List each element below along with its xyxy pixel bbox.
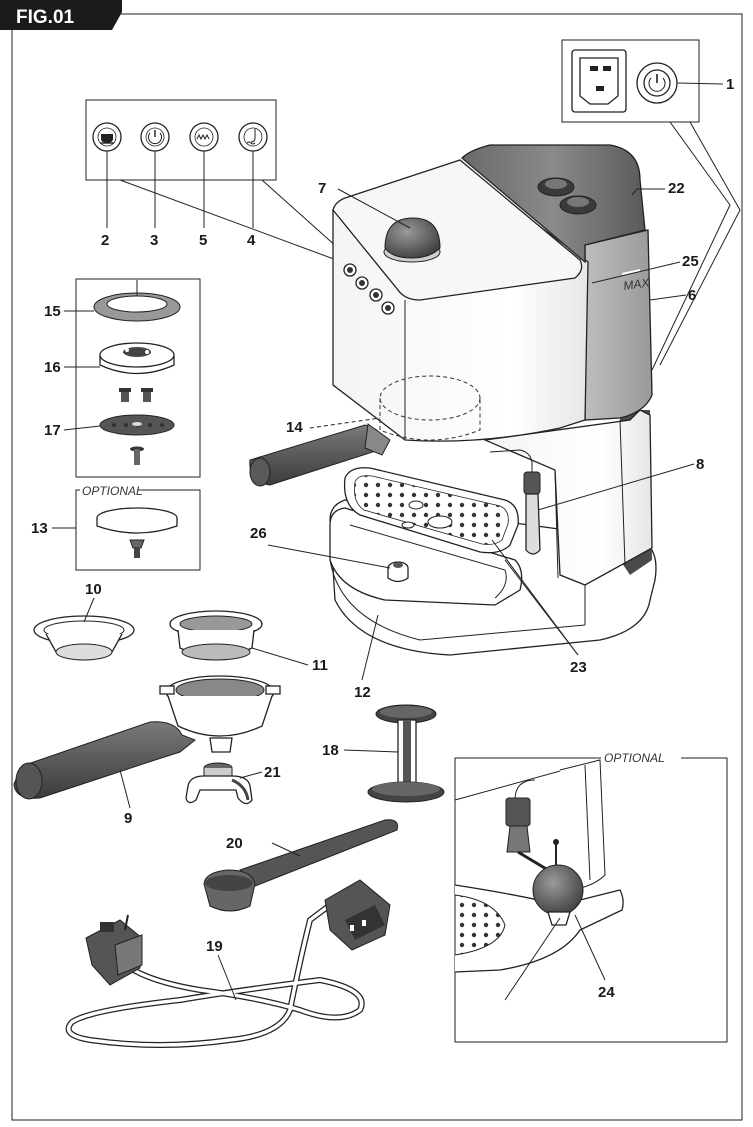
tamper <box>367 704 445 803</box>
callout-13: 13 <box>31 520 48 537</box>
shower-screen <box>99 414 175 436</box>
espresso-machine: MAX <box>249 144 657 656</box>
callout-2: 2 <box>101 232 109 249</box>
steam-wand <box>489 449 541 555</box>
reservoir-lid <box>461 144 646 264</box>
callout-8: 8 <box>696 456 704 473</box>
callout-15: 15 <box>44 303 61 320</box>
center-screw <box>130 446 144 465</box>
callout-21: 21 <box>264 764 281 781</box>
spout <box>185 762 253 805</box>
portafilter <box>13 675 281 800</box>
figure-title-tab: FIG.01 <box>0 0 122 30</box>
shower-holder <box>99 342 175 375</box>
callout-26: 26 <box>250 525 267 542</box>
body-buttons <box>343 263 395 315</box>
callout-20: 20 <box>226 835 243 852</box>
shower-head-assembly: 15 16 17 <box>44 278 201 478</box>
group-head-outline <box>379 375 481 421</box>
callout-18: 18 <box>322 742 339 759</box>
max-level-mark: MAX <box>622 275 651 293</box>
drip-tray-float <box>387 561 409 583</box>
callout-17: 17 <box>44 422 61 439</box>
callout-22: 22 <box>668 180 685 197</box>
power-inlet-panel: 1 <box>561 39 741 371</box>
filter-two-cup <box>169 610 263 661</box>
iec-power-inlet-icon <box>579 57 619 105</box>
callout-10: 10 <box>85 581 102 598</box>
callout-14: 14 <box>286 419 303 436</box>
power-icon <box>636 62 678 104</box>
callout-3: 3 <box>150 232 158 249</box>
steam-wand-detail <box>505 779 559 872</box>
power-cord <box>65 879 391 1048</box>
callout-19: 19 <box>206 938 223 955</box>
callout-16: 16 <box>44 359 61 376</box>
power-icon <box>140 122 170 152</box>
steam-icon <box>238 122 268 152</box>
control-buttons-panel: 2 3 5 4 <box>85 99 386 291</box>
gasket <box>93 292 181 322</box>
machine-top-lid <box>332 159 583 301</box>
optional-adapter-box: OPTIONAL 13 <box>31 484 201 571</box>
optional-label-13: OPTIONAL <box>82 484 143 498</box>
figure-title: FIG.01 <box>16 7 75 28</box>
callout-24: 24 <box>598 984 615 1001</box>
screws <box>119 388 153 402</box>
steam-knob <box>383 217 441 263</box>
callout-25: 25 <box>682 253 699 270</box>
filter-one-cup <box>33 615 135 661</box>
milk-frother-ball <box>532 864 584 926</box>
mounted-portafilter-handle <box>249 423 391 487</box>
drip-tray <box>329 507 523 606</box>
water-tank <box>584 229 653 421</box>
callout-11: 11 <box>312 657 328 674</box>
callout-1: 1 <box>726 76 734 93</box>
callout-4: 4 <box>247 232 256 249</box>
measuring-spoon <box>203 819 398 912</box>
drip-grid <box>343 467 519 554</box>
callout-6: 6 <box>688 287 696 304</box>
coffee-cup-icon <box>92 122 122 152</box>
optional-label-24: OPTIONAL <box>604 751 665 765</box>
optional-steam-nozzle-box: OPTIONAL 24 <box>454 751 728 1043</box>
heating-icon <box>189 122 219 152</box>
callout-5: 5 <box>199 232 207 249</box>
callout-23: 23 <box>570 659 587 676</box>
callout-12: 12 <box>354 684 371 701</box>
figure-frame <box>11 13 743 1121</box>
callout-7: 7 <box>318 180 326 197</box>
callout-9: 9 <box>124 810 132 827</box>
